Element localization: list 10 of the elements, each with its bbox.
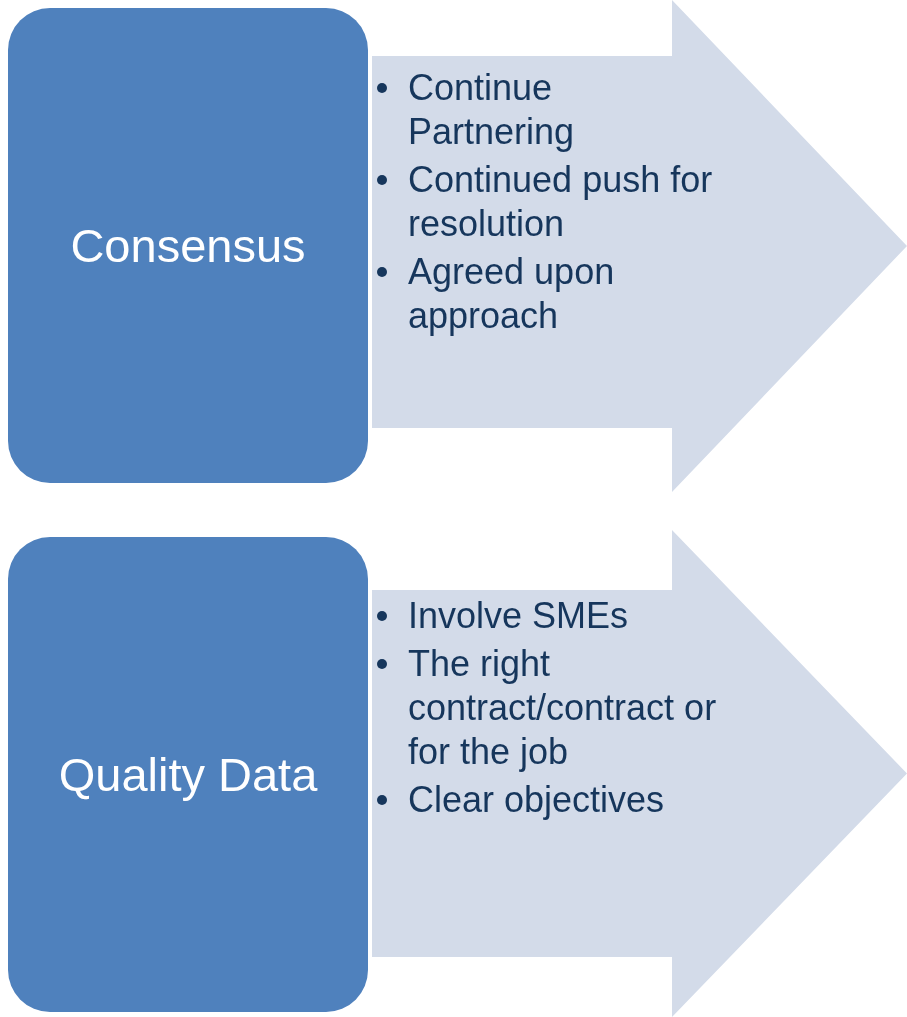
box-label: Quality Data xyxy=(58,746,318,803)
bullet-text: Continue Partnering xyxy=(408,67,575,152)
rounded-box xyxy=(8,537,368,1012)
box-label: Consensus xyxy=(70,217,306,274)
bullet-text: Agreed upon approach xyxy=(408,251,615,336)
bullet-text: The right contract/contract or for the job xyxy=(408,643,717,772)
rounded-box xyxy=(8,8,368,483)
bullet-text: Involve SMEs xyxy=(408,595,629,636)
bullet-text: Continued push for resolution xyxy=(408,159,713,244)
bullet-text: Clear objectives xyxy=(408,779,665,820)
